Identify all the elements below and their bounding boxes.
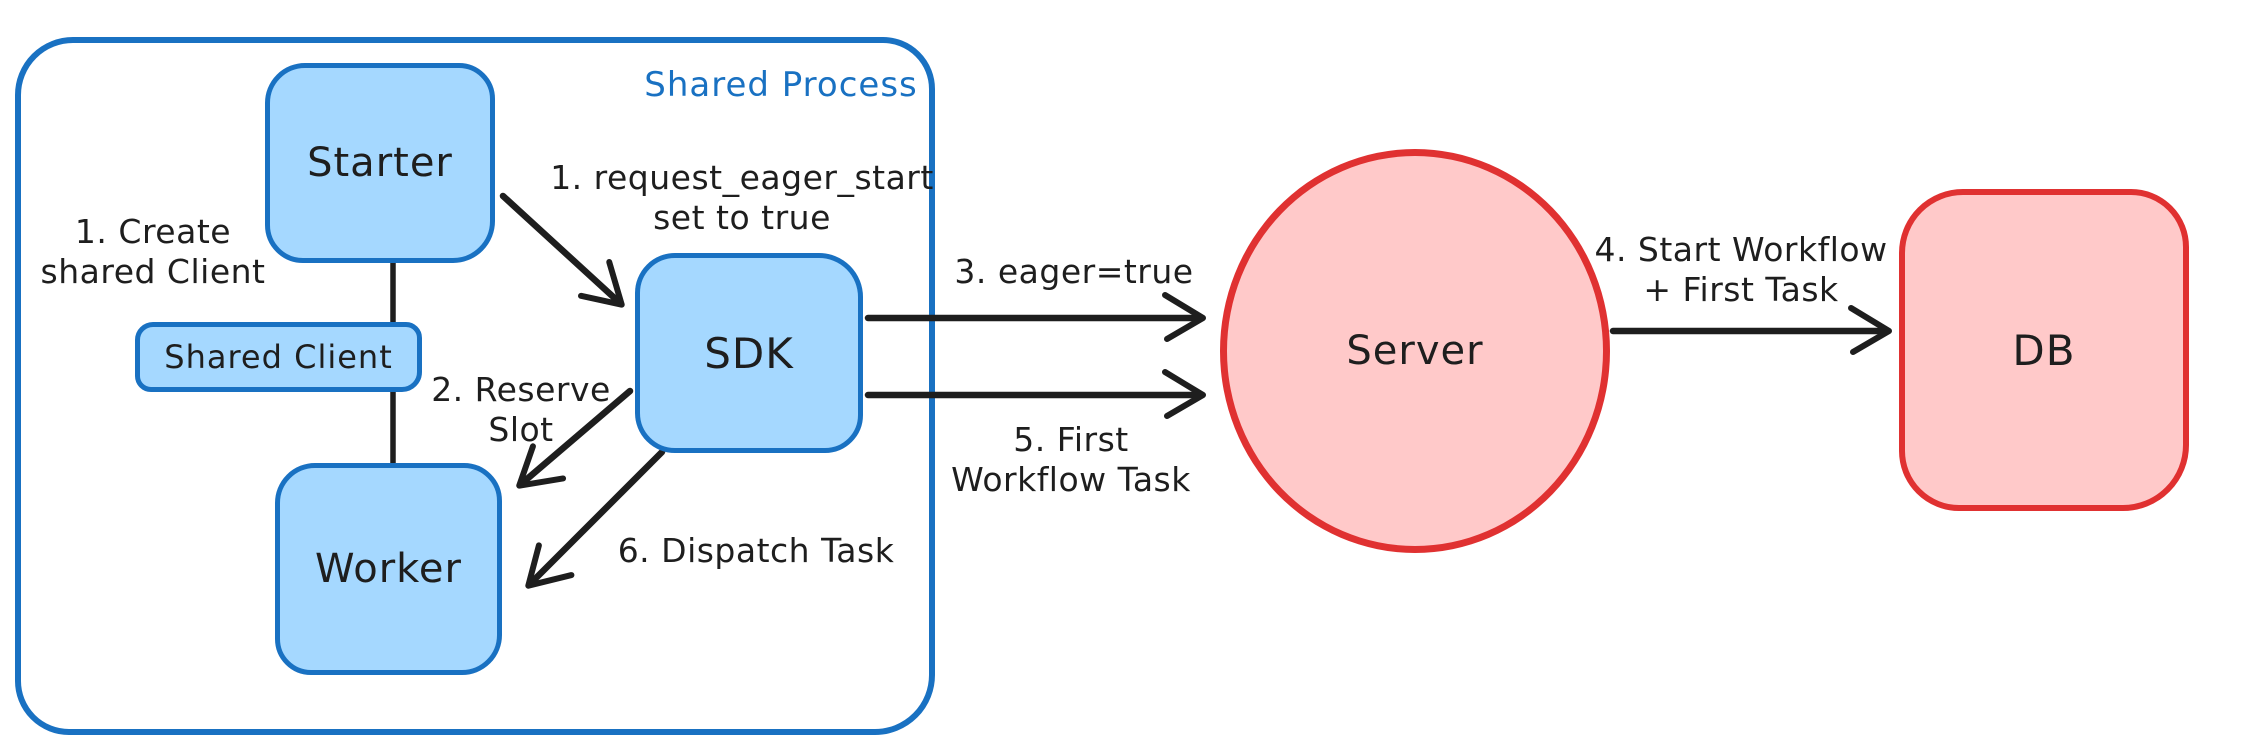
annotation-line: set to true <box>653 198 831 237</box>
node-worker: Worker <box>275 463 502 675</box>
shared-process-group <box>15 37 935 735</box>
edge-sdk-worker-reserve-arrow <box>516 387 634 489</box>
node-db-label: DB <box>2012 325 2076 375</box>
annotation-line: 4. Start Workflow <box>1594 230 1888 269</box>
edge-starter-sdk-arrow <box>499 192 625 308</box>
annotation-request-eager-start: 1. request_eager_start set to true <box>550 158 934 238</box>
annotation-line: Slot <box>488 410 554 449</box>
annotation-line: Workflow Task <box>951 460 1191 499</box>
annotation-eager-true: 3. eager=true <box>954 252 1193 292</box>
annotation-line: 1. request_eager_start <box>550 158 934 197</box>
annotation-line: shared Client <box>40 252 266 291</box>
node-sdk-label: SDK <box>704 328 794 378</box>
annotation-line: 5. First <box>1013 420 1129 459</box>
edge-sdk-worker-dispatch-arrow <box>525 448 666 589</box>
node-server: Server <box>1220 149 1610 553</box>
annotation-start-workflow: 4. Start Workflow + First Task <box>1594 230 1887 310</box>
annotation-line: 1. Create <box>74 212 232 251</box>
annotation-first-workflow-task: 5. First Workflow Task <box>951 420 1191 500</box>
annotation-dispatch-task: 6. Dispatch Task <box>618 531 895 571</box>
node-sdk: SDK <box>635 253 863 453</box>
node-starter-label: Starter <box>307 140 453 186</box>
annotation-line: + First Task <box>1643 270 1839 309</box>
node-shared-client: Shared Client <box>135 322 422 392</box>
annotation-reserve-slot: 2. Reserve Slot <box>431 370 611 450</box>
node-worker-label: Worker <box>315 546 462 592</box>
annotation-line: 2. Reserve <box>431 370 611 409</box>
annotation-line: 6. Dispatch Task <box>617 531 895 570</box>
shared-process-label: Shared Process <box>644 65 918 105</box>
node-shared-client-label: Shared Client <box>164 338 393 376</box>
annotation-line: 3. eager=true <box>954 252 1194 291</box>
node-starter: Starter <box>265 63 495 263</box>
node-server-label: Server <box>1346 328 1484 374</box>
annotation-create-shared-client: 1. Create shared Client <box>41 212 266 292</box>
node-db: DB <box>1899 189 2189 511</box>
